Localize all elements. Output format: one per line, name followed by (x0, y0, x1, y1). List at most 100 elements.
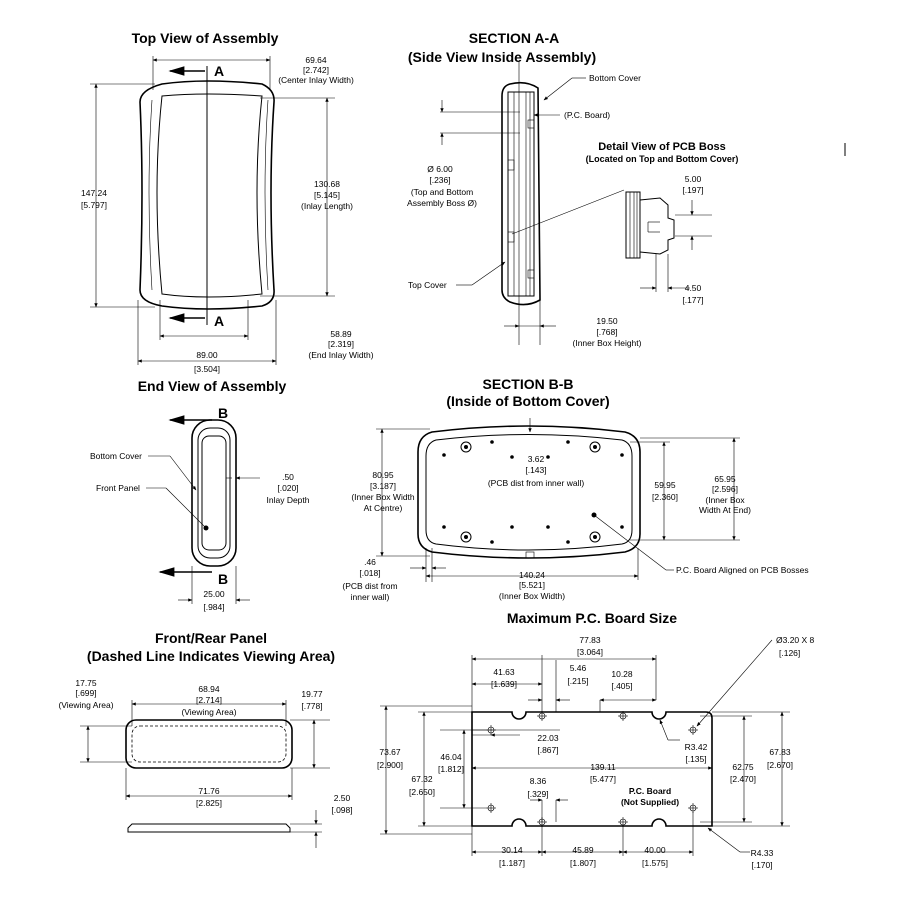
section-bb-subtitle: (Inside of Bottom Cover) (446, 393, 609, 409)
svg-text:[.984]: [.984] (203, 602, 224, 612)
svg-text:[.867]: [.867] (537, 745, 558, 755)
svg-text:[2.650]: [2.650] (409, 787, 435, 797)
top-view-outline (139, 80, 275, 310)
pcb-board-label: P.C. Board (629, 786, 671, 796)
detail-view-title: Detail View of PCB Boss (598, 141, 726, 153)
svg-text:139.11: 139.11 (590, 762, 616, 772)
svg-text:.46: .46 (364, 557, 376, 567)
svg-text:(End Inlay Width): (End Inlay Width) (308, 350, 373, 360)
svg-text:19.50: 19.50 (596, 316, 618, 326)
top-view-title: Top View of Assembly (132, 30, 279, 46)
svg-text:[.329]: [.329] (527, 789, 548, 799)
svg-text:(Center Inlay Width): (Center Inlay Width) (278, 75, 354, 85)
svg-text:[3.504]: [3.504] (194, 364, 220, 374)
svg-text:10.28: 10.28 (611, 669, 633, 679)
svg-text:73.67: 73.67 (379, 747, 401, 757)
svg-text:4.50: 4.50 (685, 283, 702, 293)
top-view-inlay (156, 93, 263, 298)
svg-text:Ø3.20 X 8: Ø3.20 X 8 (776, 635, 815, 645)
svg-text:inner wall): inner wall) (351, 592, 390, 602)
section-mark-b-bottom: B (218, 571, 228, 587)
svg-text:(Top and Bottom: (Top and Bottom (411, 187, 473, 197)
svg-text:80.95: 80.95 (372, 470, 394, 480)
svg-text:(Inner Box: (Inner Box (705, 495, 745, 505)
svg-text:Inlay Depth: Inlay Depth (267, 495, 310, 505)
svg-text:[5.521]: [5.521] (519, 580, 545, 590)
svg-text:62.75: 62.75 (732, 762, 754, 772)
svg-text:40.00: 40.00 (644, 845, 666, 855)
section-bb-body (417, 425, 641, 559)
detail-view-subtitle: (Located on Top and Bottom Cover) (586, 154, 739, 164)
svg-text:[1.575]: [1.575] (642, 858, 668, 868)
section-aa-subtitle: (Side View Inside Assembly) (408, 49, 596, 65)
svg-text:77.83: 77.83 (579, 635, 601, 645)
svg-text:3.62: 3.62 (528, 454, 545, 464)
svg-text:(Inner Box Width: (Inner Box Width (351, 492, 415, 502)
svg-text:[.135]: [.135] (685, 754, 706, 764)
svg-text:Front Panel: Front Panel (96, 483, 140, 493)
svg-text:[2.360]: [2.360] (652, 492, 678, 502)
svg-text:[.098]: [.098] (331, 805, 352, 815)
svg-text:Assembly Boss Ø): Assembly Boss Ø) (407, 198, 477, 208)
svg-text:68.94: 68.94 (198, 684, 220, 694)
svg-text:[.126]: [.126] (779, 648, 800, 658)
svg-text:[.768]: [.768] (596, 327, 617, 337)
svg-text:Bottom Cover: Bottom Cover (90, 451, 142, 461)
svg-text:Top Cover: Top Cover (408, 280, 447, 290)
section-mark-a-top: A (214, 63, 224, 79)
section-bb: SECTION B-B (Inside of Bottom Cover) 3.6… (342, 376, 808, 602)
svg-text:At Centre): At Centre) (364, 503, 403, 513)
svg-text:[.143]: [.143] (525, 465, 546, 475)
svg-text:[2.319]: [2.319] (328, 339, 354, 349)
section-mark-a-bottom: A (214, 313, 224, 329)
svg-text:59.95: 59.95 (654, 480, 676, 490)
svg-text:67.83: 67.83 (769, 747, 791, 757)
panel-subtitle: (Dashed Line Indicates Viewing Area) (87, 648, 335, 664)
svg-text:R3.42: R3.42 (685, 742, 708, 752)
svg-text:(Inlay Length): (Inlay Length) (301, 201, 353, 211)
svg-text:[5.477]: [5.477] (590, 774, 616, 784)
svg-text:5.00: 5.00 (685, 174, 702, 184)
svg-text:(Viewing Area): (Viewing Area) (58, 700, 113, 710)
front-rear-panel: Front/Rear Panel (Dashed Line Indicates … (58, 630, 353, 848)
svg-text:147.24: 147.24 (81, 188, 107, 198)
svg-text:[.018]: [.018] (359, 568, 380, 578)
svg-text:(P.C. Board): (P.C. Board) (564, 110, 610, 120)
svg-text:140.24: 140.24 (519, 570, 545, 580)
svg-text:30.14: 30.14 (501, 845, 523, 855)
svg-text:[1.187]: [1.187] (499, 858, 525, 868)
svg-text:[2.670]: [2.670] (767, 760, 793, 770)
svg-text:89.00: 89.00 (196, 350, 218, 360)
svg-text:8.36: 8.36 (530, 776, 547, 786)
svg-text:25.00: 25.00 (203, 589, 225, 599)
svg-text:[1.639]: [1.639] (491, 679, 517, 689)
panel-outline (125, 719, 293, 769)
top-view: Top View of Assembly A A 69.64 [2.742] (… (81, 30, 374, 374)
svg-text:69.64: 69.64 (305, 55, 327, 65)
svg-text:[.405]: [.405] (611, 681, 632, 691)
svg-text:46.04: 46.04 (440, 752, 462, 762)
svg-text:R4.33: R4.33 (751, 848, 774, 858)
svg-text:22.03: 22.03 (537, 733, 559, 743)
svg-text:[2.825]: [2.825] (196, 798, 222, 808)
svg-text:[5.145]: [5.145] (314, 190, 340, 200)
svg-text:[2.714]: [2.714] (196, 695, 222, 705)
svg-text:[2.900]: [2.900] (377, 760, 403, 770)
svg-text:[.197]: [.197] (682, 185, 703, 195)
section-aa: SECTION A-A (Side View Inside Assembly) … (407, 30, 642, 348)
pcb-outline (471, 711, 713, 827)
detail-view-boss: Detail View of PCB Boss (Located on Top … (586, 141, 846, 305)
svg-text:[5.797]: [5.797] (81, 200, 107, 210)
svg-text:[.215]: [.215] (567, 676, 588, 686)
end-view: End View of Assembly B B Bottom Cover Fr… (90, 378, 310, 612)
section-mark-b-top: B (218, 405, 228, 421)
pcb-not-supplied-label: (Not Supplied) (621, 797, 679, 807)
svg-text:(Inner Box Width): (Inner Box Width) (499, 591, 565, 601)
pcb-title: Maximum P.C. Board Size (507, 610, 677, 626)
svg-text:45.89: 45.89 (572, 845, 594, 855)
svg-text:17.75: 17.75 (75, 678, 97, 688)
svg-text:67.32: 67.32 (411, 774, 433, 784)
svg-text:(PCB dist from inner wall): (PCB dist from inner wall) (488, 478, 585, 488)
end-view-title: End View of Assembly (138, 378, 287, 394)
svg-text:(Inner Box Height): (Inner Box Height) (573, 338, 642, 348)
